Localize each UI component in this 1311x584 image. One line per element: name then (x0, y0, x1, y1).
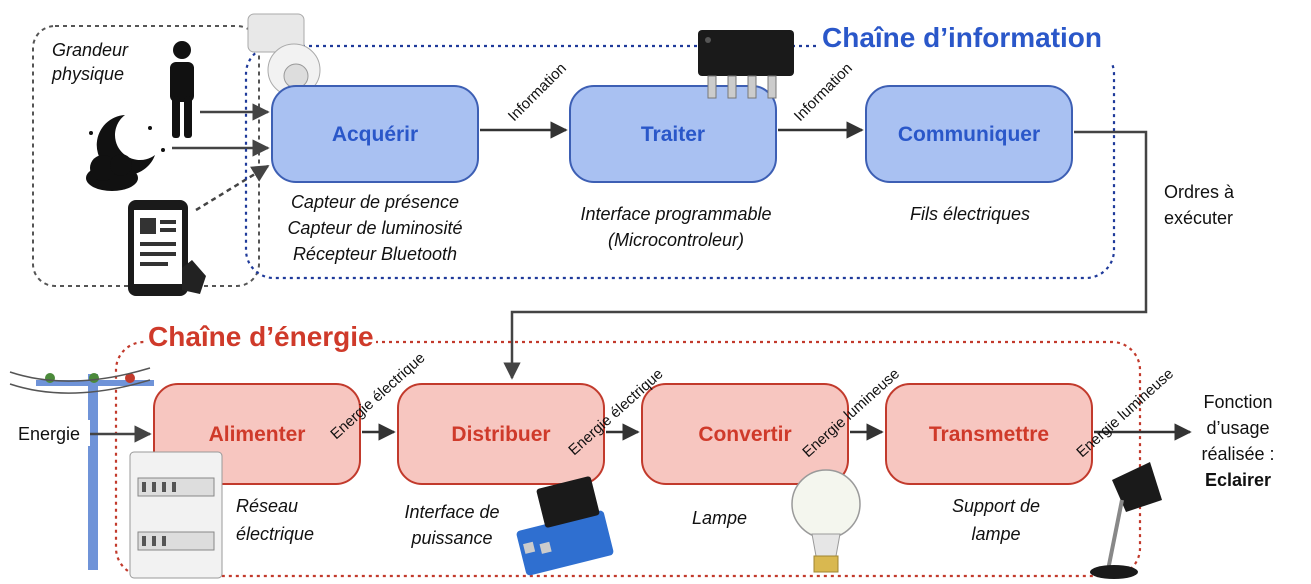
output-action: Eclairer (1205, 470, 1271, 490)
acquerir-note-1: Capteur de présence (291, 192, 459, 212)
light-bulb-icon (791, 469, 861, 573)
block-distribuer (397, 383, 605, 485)
block-acquerir (271, 85, 479, 183)
block-communiquer-label: Communiquer (898, 123, 1040, 146)
block-convertir-label: Convertir (698, 423, 791, 446)
alimenter-note-1: Réseau (236, 496, 298, 516)
block-distribuer-label: Distribuer (451, 423, 550, 446)
energy-chain-title: Chaîne d’énergie (148, 321, 374, 352)
info-chain-frame (244, 44, 1116, 280)
inputs-label-line1: Grandeur (52, 40, 129, 60)
energy-chain-frame (114, 340, 1142, 578)
block-alimenter-label: Alimenter (209, 423, 306, 446)
block-acquerir-label: Acquérir (332, 123, 418, 146)
output-line-3: réalisée : (1201, 444, 1274, 464)
alimenter-note-2: électrique (236, 524, 314, 544)
orders-label-line1: Ordres à (1164, 182, 1235, 202)
moon-clouds-icon (86, 115, 165, 191)
inputs-group-frame (32, 25, 260, 287)
communiquer-note-1: Fils électriques (910, 204, 1030, 224)
power-pole-icon (9, 367, 154, 570)
block-traiter-label: Traiter (641, 123, 705, 146)
block-transmettre-label: Transmettre (929, 423, 1049, 446)
electrical-panel-icon (129, 451, 223, 579)
inputs-label-line2: physique (51, 64, 124, 84)
info-chain-title: Chaîne d’information (822, 22, 1102, 53)
distribuer-note-1: Interface de (404, 502, 499, 522)
block-communiquer (865, 85, 1073, 183)
block-transmettre (885, 383, 1093, 485)
smartphone-icon (128, 200, 206, 296)
transmettre-note-2: lampe (971, 524, 1020, 544)
block-traiter (569, 85, 777, 183)
person-icon (170, 41, 194, 138)
arrow-phone-to-acquerir (195, 164, 270, 212)
orders-label-line2: exécuter (1164, 208, 1233, 228)
traiter-note-2: (Microcontroleur) (608, 230, 744, 250)
orders-connector (503, 130, 1148, 380)
relay-module-icon (516, 476, 614, 576)
acquerir-note-3: Récepteur Bluetooth (293, 244, 457, 264)
flow-information-2: Information (791, 60, 856, 125)
flow-information-1: Information (505, 60, 570, 125)
block-convertir (641, 383, 849, 485)
distribuer-note-2: puissance (410, 528, 492, 548)
energy-input-label: Energie (18, 424, 80, 444)
microchip-icon (698, 30, 794, 99)
motion-sensor-icon (247, 13, 321, 97)
convertir-note-1: Lampe (692, 508, 747, 528)
desk-lamp-icon (1090, 462, 1162, 579)
acquerir-note-2: Capteur de luminosité (287, 218, 462, 238)
output-line-2: d’usage (1206, 418, 1269, 438)
transmettre-note-1: Support de (952, 496, 1040, 516)
output-line-1: Fonction (1203, 392, 1272, 412)
traiter-note-1: Interface programmable (580, 204, 771, 224)
